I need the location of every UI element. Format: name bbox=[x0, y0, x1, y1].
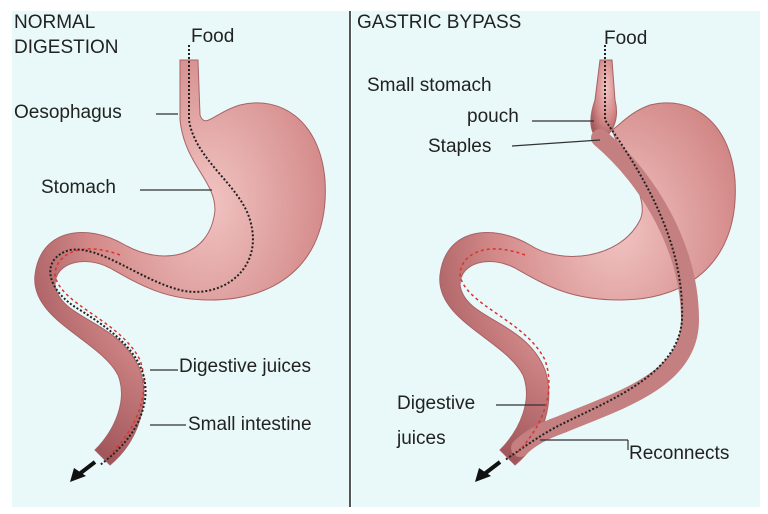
label-small-stomach-line1: Small stomach bbox=[367, 75, 492, 96]
label-small-intestine: Small intestine bbox=[188, 414, 312, 435]
label-oesophagus: Oesophagus bbox=[14, 102, 122, 123]
bypass-food-path bbox=[504, 45, 684, 461]
bypass-title: GASTRIC BYPASS bbox=[357, 12, 522, 33]
panel-divider bbox=[349, 11, 351, 507]
label-bypass-digestive-line1: Digestive bbox=[397, 393, 476, 414]
label-staples: Staples bbox=[428, 136, 492, 157]
bypass-stomach-organ bbox=[439, 45, 736, 482]
label-digestive-juices: Digestive juices bbox=[179, 356, 311, 377]
left-leader-lines bbox=[140, 113, 212, 426]
label-stomach: Stomach bbox=[41, 177, 116, 198]
bypass-label-food: Food bbox=[604, 28, 648, 49]
normal-title-line1: NORMAL bbox=[14, 12, 96, 33]
label-reconnects: Reconnects bbox=[629, 443, 730, 464]
label-small-stomach-line2: pouch bbox=[467, 106, 519, 127]
normal-title-line2: DIGESTION bbox=[14, 37, 119, 58]
food-path bbox=[49, 45, 254, 466]
label-food: Food bbox=[191, 26, 235, 47]
normal-stomach-organ bbox=[34, 45, 326, 482]
label-bypass-digestive-line2: juices bbox=[397, 428, 446, 449]
right-leader-lines bbox=[496, 120, 629, 450]
